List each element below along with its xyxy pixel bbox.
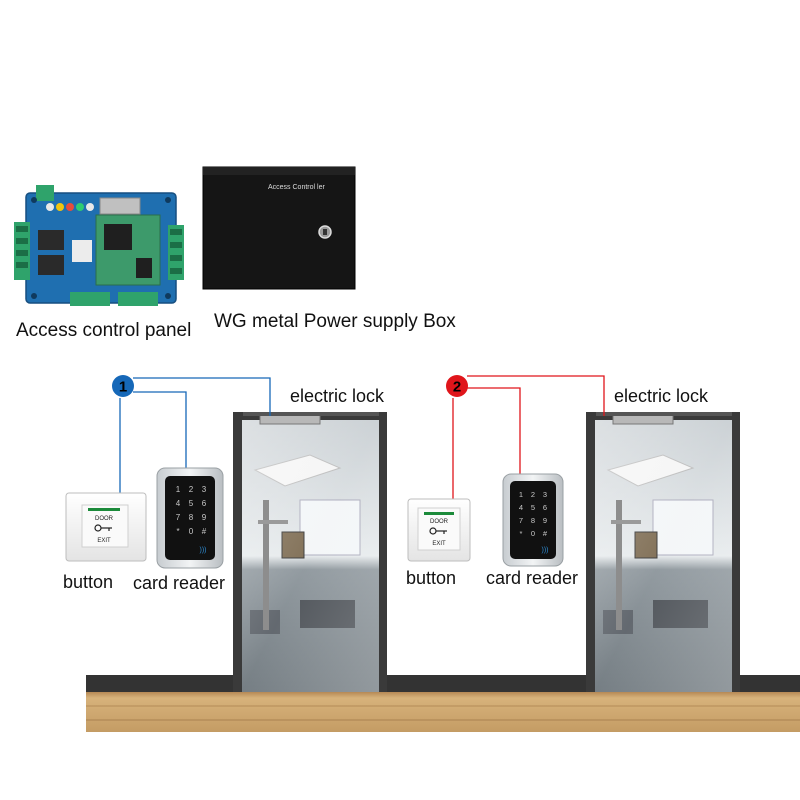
keypad-key: *	[520, 529, 523, 538]
keypad-key: 0	[531, 529, 535, 538]
electric-lock-label-2: electric lock	[614, 386, 709, 406]
key-icon	[429, 527, 447, 535]
keypad-key: 1	[176, 485, 181, 494]
keypad-key: 3	[543, 490, 547, 499]
electric-lock-label-1: electric lock	[290, 386, 385, 406]
wiring-1	[119, 377, 271, 493]
keypad-key: 2	[189, 485, 194, 494]
exit-button-1: DOOR EXIT	[65, 492, 147, 562]
keypad-key: 4	[519, 503, 523, 512]
keypad-key: 6	[543, 503, 547, 512]
keypad-key: 7	[176, 513, 181, 522]
card-reader-label-2: card reader	[486, 568, 579, 588]
rfid-icon: )))	[200, 547, 207, 554]
keypad-key: *	[176, 527, 179, 536]
keypad-key: 4	[176, 499, 181, 508]
keypad-key: 0	[189, 527, 194, 536]
button-label-2: button	[406, 568, 457, 588]
keypad-key: #	[202, 527, 207, 536]
wiring-2	[452, 375, 605, 500]
rfid-icon: )))	[542, 547, 549, 554]
box-label: WG metal Power supply Box	[214, 311, 456, 332]
keypad-key: 7	[519, 516, 523, 525]
marker-2: 2	[446, 375, 468, 397]
keypad-key: 5	[531, 503, 535, 512]
power-supply-box: Access Control ler	[202, 166, 356, 290]
exit-button-2: DOOR EXIT	[407, 498, 471, 562]
door-1	[233, 412, 387, 692]
keypad-key: 3	[202, 485, 207, 494]
exit-button-2-text-top: DOOR	[430, 519, 449, 525]
marker-1: 1	[112, 375, 134, 397]
panel-label: Access control panel	[16, 320, 192, 341]
keypad-key: 6	[202, 499, 207, 508]
exit-button-1-text-bottom: EXIT	[97, 538, 111, 544]
keypad-key: #	[543, 529, 548, 538]
exit-button-1-text-top: DOOR	[95, 516, 114, 522]
access-control-panel	[14, 185, 184, 306]
keypad-key: 8	[189, 513, 194, 522]
marker-1-number: 1	[119, 379, 127, 396]
exit-button-2-text-bottom: EXIT	[432, 541, 446, 547]
keypad-key: 2	[531, 490, 535, 499]
marker-2-number: 2	[453, 379, 461, 396]
door-2	[586, 412, 740, 692]
keypad-key: 9	[202, 513, 207, 522]
keypad-key: 8	[531, 516, 535, 525]
card-reader-label-1: card reader	[133, 573, 226, 593]
keypad-key: 5	[189, 499, 194, 508]
button-label-1: button	[63, 572, 114, 592]
key-icon	[94, 524, 112, 532]
keypad-key: 9	[543, 516, 547, 525]
keypad-key: 1	[519, 490, 523, 499]
box-text: Access Control ler	[268, 184, 325, 191]
